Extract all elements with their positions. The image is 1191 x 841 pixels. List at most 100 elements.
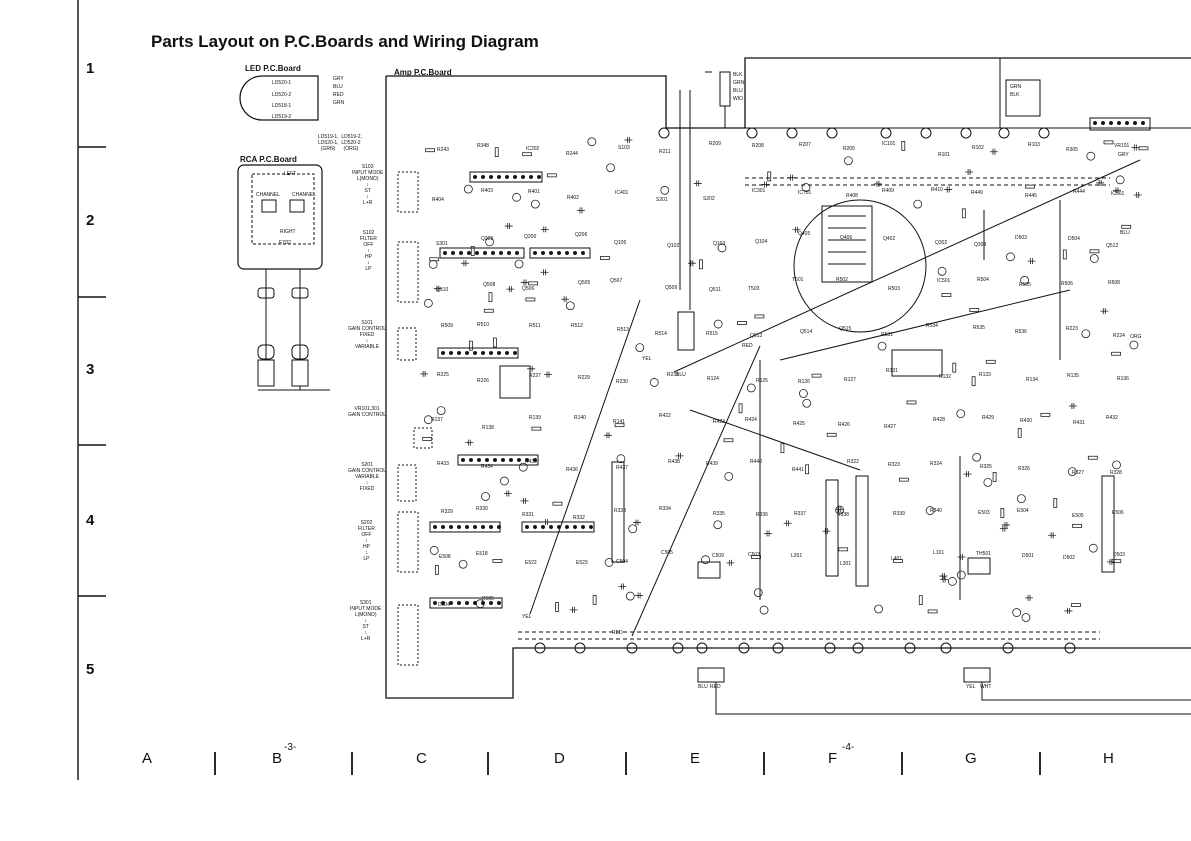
part-label: Q406 xyxy=(840,235,853,241)
wire-label-yel-2: YEL xyxy=(522,614,532,620)
part-label: R429 xyxy=(982,415,994,421)
part-label: R229 xyxy=(578,375,590,381)
transistor-symbol xyxy=(587,137,597,147)
part-label: Q509 xyxy=(665,285,678,291)
part-label: IC501 xyxy=(937,278,951,284)
resistor-symbol xyxy=(826,432,837,437)
transistor-symbol xyxy=(874,604,883,614)
transistor-symbol xyxy=(1129,340,1139,350)
connector-pin xyxy=(448,525,453,530)
part-label: R423 xyxy=(713,419,725,425)
connector-pin xyxy=(504,174,509,179)
part-label: Q511 xyxy=(709,287,721,293)
wire-label-red-1: RED xyxy=(742,343,753,349)
transistor-symbol xyxy=(696,642,708,654)
transistor-symbol xyxy=(428,260,438,269)
capacitor-symbol xyxy=(1131,144,1140,151)
resistor-symbol xyxy=(552,501,563,506)
transistor-symbol xyxy=(626,642,638,654)
part-label: Q510 xyxy=(436,287,449,293)
part-label: R137 xyxy=(431,417,443,423)
capacitor-symbol xyxy=(761,181,770,188)
resistor-symbol xyxy=(493,337,497,348)
part-label: R207 xyxy=(799,142,811,148)
part-label: R103 xyxy=(1028,142,1040,148)
part-label: E506 xyxy=(1112,510,1124,516)
part-label: S202 xyxy=(703,196,715,202)
led-label-1: LD520-1 xyxy=(272,80,292,86)
s102-label: S102 FILTER OFF ↕ HP ↕ LP xyxy=(360,230,377,272)
part-label: R322 xyxy=(847,459,859,465)
resistor-symbol xyxy=(1017,427,1022,438)
wire-label-blu-2: BLU xyxy=(1120,230,1130,236)
transistor-symbol xyxy=(925,506,935,515)
part-label: Q507 xyxy=(610,278,623,284)
transistor-symbol xyxy=(937,266,947,276)
part-label: R401 xyxy=(528,189,540,195)
connector-pin xyxy=(557,525,562,530)
resistor-symbol xyxy=(1089,249,1100,254)
part-label: Q302 xyxy=(935,240,948,246)
wire-label-yel-1: YEL xyxy=(642,356,652,362)
transistor-symbol xyxy=(660,185,670,195)
capacitor-symbol xyxy=(618,583,627,590)
part-label: Q206 xyxy=(575,232,588,238)
part-label: T501 xyxy=(792,277,804,283)
wire-label-yel-3: YEL xyxy=(966,684,976,690)
resistor-symbol xyxy=(918,595,923,606)
resistor-symbol xyxy=(600,256,610,260)
part-label: R505 xyxy=(1019,282,1031,288)
part-label: R334 xyxy=(659,506,671,512)
part-label: Q205 xyxy=(481,236,494,242)
connector-pin xyxy=(1109,121,1114,126)
part-label: R435 xyxy=(525,459,537,465)
resistor-symbol xyxy=(531,426,542,431)
led-label-3: LD518-1 xyxy=(272,103,292,109)
connector-pin xyxy=(464,525,469,530)
connector-pin xyxy=(496,601,501,606)
connector-pin xyxy=(440,525,445,530)
transistor-symbol xyxy=(1038,127,1050,139)
s201-label: S201 GAIN CONTROL VARIABLE ↕ FIXED xyxy=(348,462,387,492)
capacitor-symbol xyxy=(503,490,512,497)
transistor-symbol xyxy=(616,454,626,464)
connector-pin xyxy=(482,250,487,255)
transistor-symbol xyxy=(713,520,723,530)
part-label: R101 xyxy=(938,152,950,158)
part-label: R503 xyxy=(888,286,900,292)
transistor-symbol xyxy=(738,642,750,654)
part-label: Q506 xyxy=(522,286,535,292)
connector-pin xyxy=(480,174,485,179)
part-label: R508 xyxy=(1108,280,1120,286)
part-label: R338 xyxy=(837,512,849,518)
part-label: Q514 xyxy=(800,329,813,335)
connector-pin xyxy=(468,457,473,462)
led-label-2: LD520-2 xyxy=(272,92,292,98)
part-label: S103 xyxy=(618,145,630,151)
connector-pin xyxy=(456,601,461,606)
connector-pin xyxy=(472,601,477,606)
capacitor-symbol xyxy=(544,371,553,378)
part-label: R131 xyxy=(886,368,898,374)
led-board-title: LED P.C.Board xyxy=(245,64,301,73)
capacitor-symbol xyxy=(963,471,972,478)
part-label: R243 xyxy=(437,147,449,153)
transistor-symbol xyxy=(1112,460,1121,470)
part-label: R441 xyxy=(792,467,804,473)
transistor-symbol xyxy=(658,127,670,139)
resistor-symbol xyxy=(546,173,557,178)
resistor-symbol xyxy=(754,314,765,319)
connector-pin xyxy=(565,250,570,255)
connector-pin xyxy=(541,525,546,530)
s103-label: S103 INPUT MODE L(MONO) ↕ ST ↕ L+R xyxy=(352,164,384,206)
part-label: R427 xyxy=(884,424,896,430)
resistor-symbol xyxy=(898,477,909,482)
connector-pin xyxy=(573,525,578,530)
resistor-symbol xyxy=(893,559,903,563)
resistor-symbol xyxy=(961,208,966,219)
transistor-symbol xyxy=(701,555,710,565)
capacitor-symbol xyxy=(569,606,578,613)
resistor-symbol xyxy=(422,437,433,441)
part-label: R139 xyxy=(529,415,541,421)
resistor-symbol xyxy=(425,148,435,153)
